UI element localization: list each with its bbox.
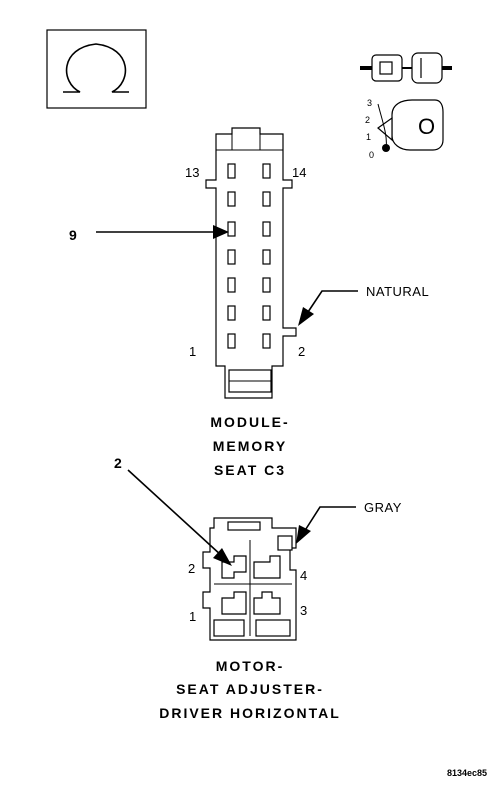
cavity <box>227 191 236 207</box>
cavity <box>227 333 236 349</box>
cavity <box>221 591 247 615</box>
omega-symbol-box <box>46 29 147 109</box>
c3-title-line-2: MEMORY <box>213 438 287 454</box>
cavity <box>262 277 271 293</box>
cavity <box>262 333 271 349</box>
connector-c3-cavities <box>227 163 271 349</box>
motor-pin-2-label: 2 <box>188 561 195 576</box>
cavity <box>262 191 271 207</box>
key-position-legend: O 3 2 1 0 <box>365 98 444 160</box>
figure-reference-number: 8134ec85 <box>447 768 487 778</box>
motor-pin-1-label: 1 <box>189 609 196 624</box>
cavity <box>262 221 271 237</box>
motor-connector-key <box>277 535 293 551</box>
c3-callout-pin-label: 9 <box>69 227 77 243</box>
motor-callout-arrowhead <box>213 548 232 566</box>
key-position-1: 1 <box>366 132 371 142</box>
cavity <box>227 277 236 293</box>
cavity <box>253 591 281 615</box>
c3-title-line-1: MODULE- <box>210 414 289 430</box>
key-icon <box>391 99 444 151</box>
cavity <box>227 249 236 265</box>
c3-pin-2-label: 2 <box>298 344 305 359</box>
cavity <box>221 555 247 579</box>
cavity <box>262 249 271 265</box>
motor-title-line-2: SEAT ADJUSTER- <box>176 681 324 697</box>
cavity <box>262 305 271 321</box>
omega-box-frame <box>46 29 147 109</box>
cavity <box>262 163 271 179</box>
key-position-0: 0 <box>369 150 374 160</box>
motor-title-line-1: MOTOR- <box>216 658 285 674</box>
key-position-3: 3 <box>367 98 372 108</box>
connector-motor: 2 4 1 3 2 GRAY MOTOR- SEAT ADJUSTER- DRI… <box>114 455 402 721</box>
connector-c3-housing <box>205 127 297 399</box>
c3-color-label: NATURAL <box>366 284 429 299</box>
motor-color-label: GRAY <box>364 500 402 515</box>
c3-color-arrowhead <box>298 307 314 326</box>
connector-plug-icon <box>360 52 452 84</box>
c3-title-line-3: SEAT C3 <box>214 462 286 478</box>
motor-color-arrowhead <box>296 525 311 544</box>
c3-callout-arrowhead <box>213 225 229 239</box>
connector-c3: 13 14 1 2 9 NATURAL MODULE- MEMORY SEAT … <box>69 127 429 478</box>
cavity <box>253 555 281 579</box>
c3-color-leader <box>307 290 358 313</box>
omega-icon <box>63 43 129 93</box>
cavity <box>213 619 245 637</box>
c3-pin-1-label: 1 <box>189 344 196 359</box>
key-letter: O <box>418 114 435 139</box>
motor-color-leader <box>303 506 356 533</box>
cavity <box>227 305 236 321</box>
cavity <box>227 163 236 179</box>
motor-connector-cavities <box>213 540 292 637</box>
motor-pin-3-label: 3 <box>300 603 307 618</box>
key-position-2: 2 <box>365 115 370 125</box>
cavity <box>227 221 236 237</box>
motor-callout-pin-label: 2 <box>114 455 122 471</box>
c3-pin-13-label: 13 <box>185 165 199 180</box>
cavity <box>255 619 291 637</box>
motor-callout-arrow <box>127 469 223 557</box>
motor-pin-4-label: 4 <box>300 568 307 583</box>
c3-pin-14-label: 14 <box>292 165 306 180</box>
motor-connector-latch <box>227 521 261 531</box>
motor-title-line-3: DRIVER HORIZONTAL <box>159 705 341 721</box>
